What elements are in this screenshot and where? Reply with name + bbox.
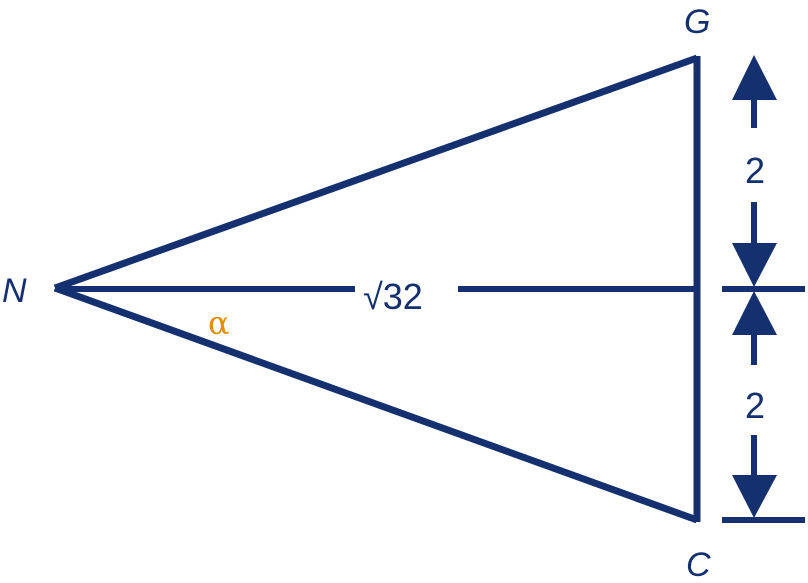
arrow-up-icon bbox=[732, 55, 777, 100]
vertex-label-g: G bbox=[684, 3, 710, 41]
dimension-label-upper: 2 bbox=[745, 150, 765, 191]
arrow-up-icon bbox=[732, 291, 777, 335]
vertex-label-n: N bbox=[2, 272, 27, 310]
altitude-label: √32 bbox=[363, 276, 423, 317]
vertex-label-c: C bbox=[686, 546, 711, 583]
side-nc bbox=[53, 284, 699, 524]
arrow-down-icon bbox=[732, 475, 777, 518]
arrow-down-icon bbox=[732, 243, 777, 287]
dimension-label-lower: 2 bbox=[745, 385, 765, 426]
side-ng bbox=[53, 54, 699, 292]
angle-label: α bbox=[208, 304, 230, 342]
